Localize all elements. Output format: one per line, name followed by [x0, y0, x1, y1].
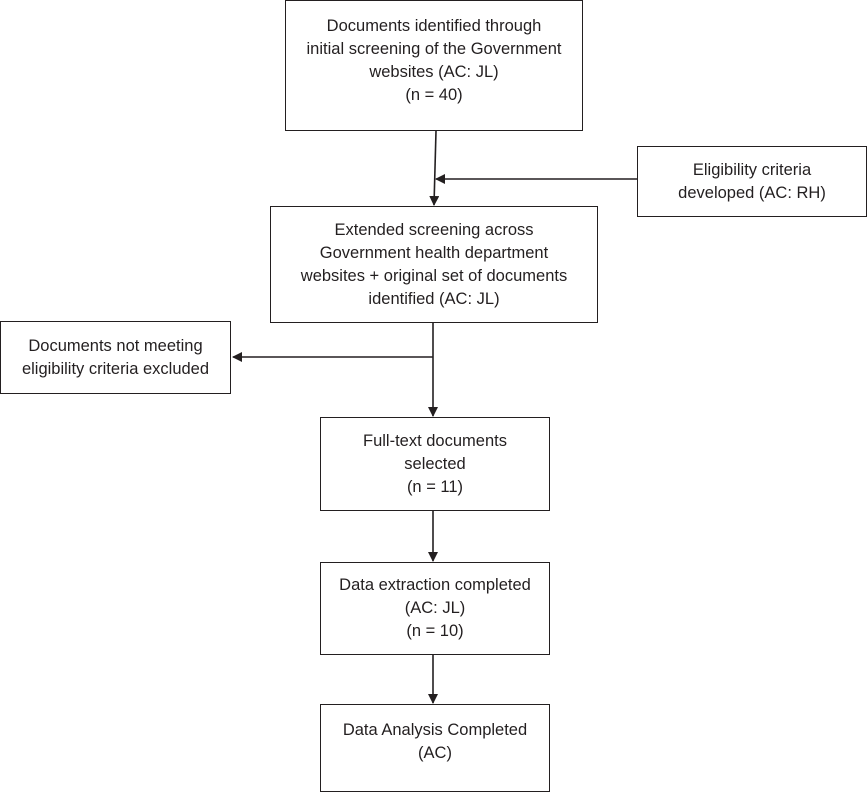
box-text: (n = 40)	[405, 86, 463, 104]
box-text: eligibility criteria excluded	[21, 359, 210, 378]
box-text: Government health department	[319, 243, 549, 262]
box-text: Eligibility criteria	[692, 160, 812, 179]
box-text: (n = 11)	[406, 477, 464, 496]
box-text: identified (AC: JL)	[368, 289, 500, 308]
box-text: websites + original set of documents	[300, 266, 568, 285]
full-text-selected-box: Full-text documents selected (n = 11)	[320, 417, 550, 511]
box-text: Extended screening across	[334, 220, 534, 239]
box-text: Documents identified through	[326, 17, 542, 35]
box-text: Documents not meeting	[28, 336, 203, 355]
data-analysis-box: Data Analysis Completed (AC)	[320, 704, 550, 792]
box-text: (n = 10)	[406, 622, 464, 640]
data-extraction-box: Data extraction completed (AC: JL) (n = …	[320, 562, 550, 655]
box-text: Data extraction completed	[339, 576, 531, 594]
arrow-identified-to-extended	[429, 130, 440, 206]
eligibility-criteria-box: Eligibility criteria developed (AC: RH)	[637, 146, 867, 217]
box-text: developed (AC: RH)	[678, 183, 826, 202]
box-text: (AC: JL)	[404, 599, 466, 617]
documents-identified-box: Documents identified through initial scr…	[285, 0, 583, 131]
box-text: (AC)	[418, 744, 452, 762]
box-text: initial screening of the Government	[306, 40, 562, 58]
box-text: selected	[404, 454, 466, 473]
box-text: Full-text documents	[363, 431, 507, 450]
documents-excluded-box: Documents not meeting eligibility criter…	[0, 321, 231, 394]
box-text: websites (AC: JL)	[369, 63, 499, 81]
box-text: Data Analysis Completed	[342, 721, 528, 739]
extended-screening-box: Extended screening across Government hea…	[270, 206, 598, 323]
